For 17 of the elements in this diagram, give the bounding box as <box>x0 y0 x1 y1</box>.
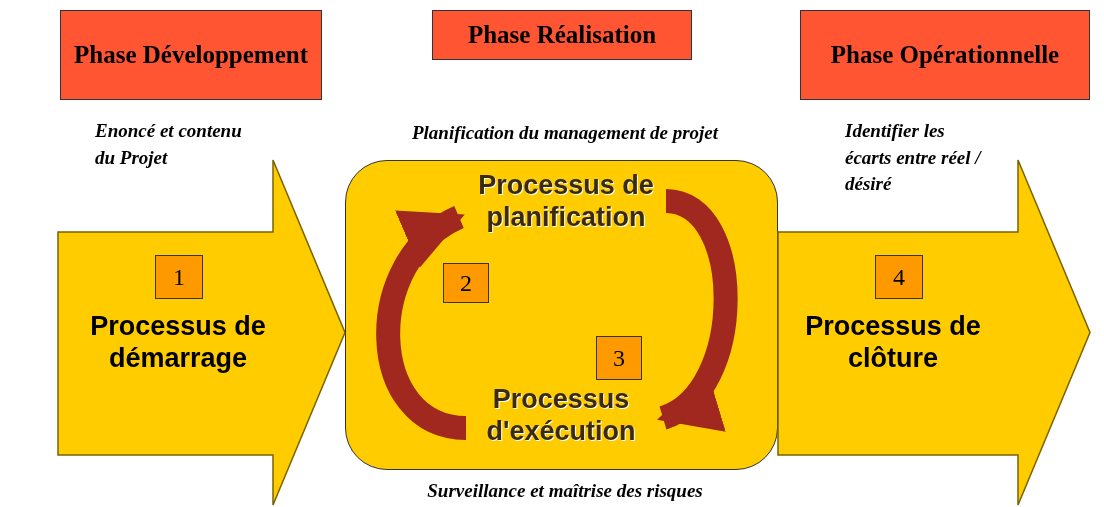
phase-box: Phase Réalisation <box>432 10 692 60</box>
number-box: 2 <box>443 263 489 303</box>
phase-box: Phase Développement <box>60 10 322 100</box>
note-text: Enoncé et contenu du Projet <box>95 119 243 170</box>
number-box: 4 <box>875 255 923 299</box>
number-box: 1 <box>155 255 203 299</box>
process-label: Processus d'exécution <box>461 383 661 453</box>
phase-box: Phase Opérationnelle <box>800 10 1090 100</box>
process-label: Processus de clôture <box>804 310 982 375</box>
cycle-arrow <box>657 189 738 429</box>
process-box <box>345 160 778 470</box>
process-label: Processus de planification <box>461 169 671 239</box>
note-text: Identifier les écarts entre réel / désiré <box>845 119 983 197</box>
number-box: 3 <box>596 336 642 380</box>
note-text: Surveillance et maîtrise des risques <box>426 479 704 503</box>
process-label: Processus de démarrage <box>89 310 267 375</box>
note-text: Planification du management de projet <box>410 121 720 145</box>
